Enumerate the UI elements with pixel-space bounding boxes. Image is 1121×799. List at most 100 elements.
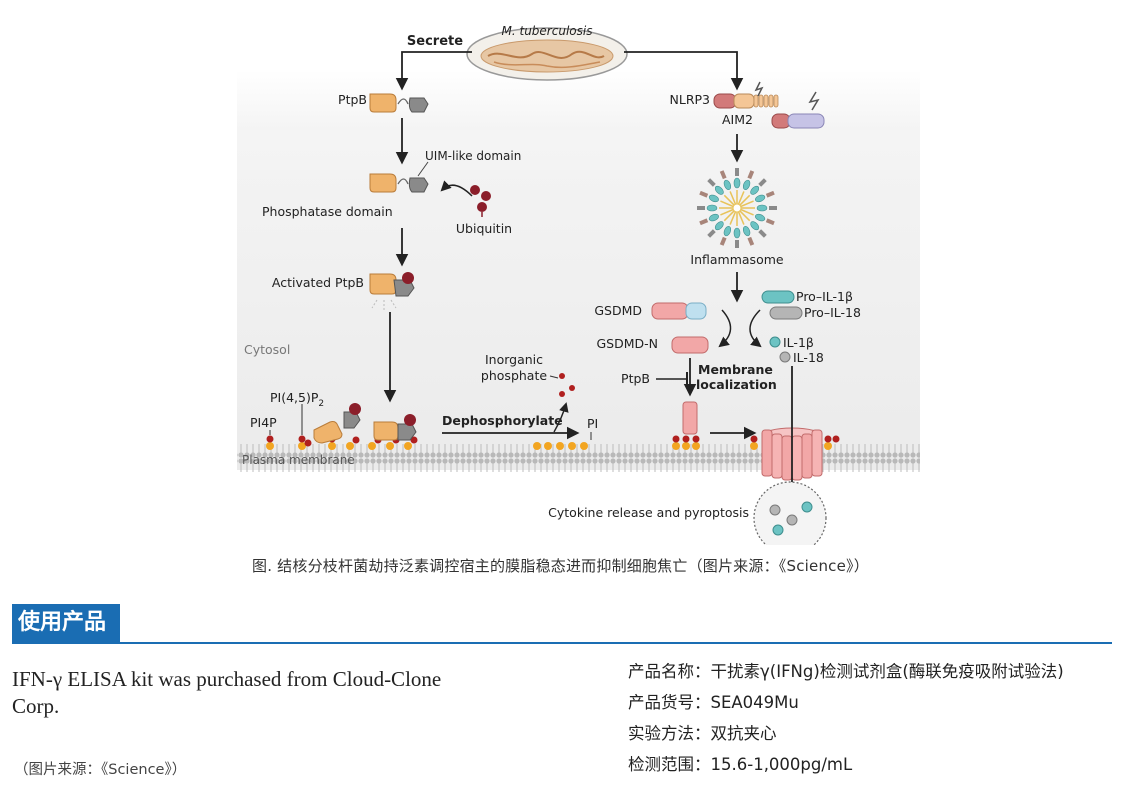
section-title: 使用产品 [12, 604, 121, 642]
inflammasome-caspase-subunit [758, 229, 767, 238]
pi45p2-label: PI(4,5)P2 [270, 390, 324, 409]
pi4p-label: PI4P [250, 415, 277, 430]
inflammasome-caspase-subunit [747, 236, 755, 246]
gsdmd-cleavage-arrow [718, 309, 732, 348]
pro-il18-label: Pro–IL-18 [804, 305, 861, 320]
inflammasome-caspase-subunit [707, 178, 716, 187]
released-cytokines [769, 501, 813, 536]
product-name-row: 产品名称：干扰素γ(IFNg)检测试剂盒(酶联免疫吸附试验法) [628, 656, 1108, 687]
inflammasome-asc-subunit [750, 185, 760, 195]
phosphate-label: phosphate [481, 368, 547, 383]
pro-il1b-label: Pro–IL-1β [796, 289, 853, 304]
range-value: 15.6-1,000pg/mL [710, 755, 853, 774]
secrete-label: Secrete [407, 34, 463, 49]
inflammasome-asc-subunit [750, 221, 760, 231]
cytokine-release-label: Cytokine release and pyroptosis [548, 505, 749, 520]
inflammasome-asc-subunit [723, 179, 732, 190]
image-source: （图片来源：《Science》） [14, 762, 187, 778]
inflammasome-spoke [729, 211, 737, 225]
aim2-protein [771, 91, 825, 129]
cytosol-background [237, 70, 920, 470]
dephosphorylate-label: Dephosphorylate [442, 413, 563, 428]
secrete-arrow [395, 51, 472, 91]
inflammasome-caspase-subunit [735, 240, 739, 248]
inorganic-phosphate-dots [559, 373, 575, 397]
inflammasome-caspase-subunit [699, 190, 709, 198]
range-key: 检测范围： [628, 755, 711, 774]
inflammasome-caspase-subunit [758, 178, 767, 187]
method-key: 实验方法： [628, 724, 711, 743]
membrane-gsdmd-n [672, 401, 700, 450]
il18-label: IL-18 [793, 350, 824, 365]
uim-pointer [417, 161, 429, 177]
mtb-label: M. tuberculosis [502, 24, 593, 38]
method-row: 实验方法：双抗夹心 [628, 718, 1108, 749]
inflammasome-label: Inflammasome [690, 252, 783, 267]
uim-domain-label: UIM-like domain [425, 149, 521, 163]
il18-dot [779, 351, 791, 363]
inflammasome-spoke [739, 210, 751, 222]
inflammasome-asc-subunit [742, 226, 751, 237]
inflammasome-caspase-subunit [747, 170, 755, 180]
inflammasome-spoke [723, 210, 735, 222]
inflammasome-asc-subunit [708, 213, 719, 222]
nlrp3-protein [713, 81, 779, 109]
inflammasome-caspase-subunit [719, 236, 727, 246]
inflammasome-asc-subunit [723, 226, 732, 237]
pi-lipid-heads [266, 435, 588, 450]
aim2-label: AIM2 [722, 112, 753, 127]
plasma-membrane-label: Plasma membrane [242, 453, 355, 467]
inflammasome-spoke [740, 200, 754, 208]
product-info: 产品名称：干扰素γ(IFNg)检测试剂盒(酶联免疫吸附试验法) 产品货号：SEA… [628, 656, 1108, 780]
inflammasome-asc-subunit [742, 179, 751, 190]
phosphate-release-arrow [553, 402, 569, 433]
inflammasome-caspase-subunit [765, 190, 775, 198]
membrane-ptpb-proteins [313, 403, 417, 444]
mtb-to-nlrp3-arrow [624, 51, 744, 91]
product-code-key: 产品货号： [628, 693, 711, 712]
gsdmd-n-protein [671, 336, 709, 354]
inflammasome-spoke [729, 191, 737, 205]
il-cleavage-arrow [749, 309, 762, 348]
inflammasome-asc-subunit [755, 194, 766, 203]
inflammasome-asc-subunit [706, 204, 718, 212]
inflammasome-caspase-subunit [735, 168, 739, 176]
product-name-value: 干扰素γ(IFNg)检测试剂盒(酶联免疫吸附试验法) [710, 662, 1064, 681]
mtb-bacterium [466, 27, 628, 81]
gsdmd-label: GSDMD [594, 303, 642, 318]
activated-ptpb-protein [369, 272, 415, 310]
ptpb-label: PtpB [338, 92, 367, 107]
inflammasome-asc-subunit [755, 213, 766, 222]
phosphate-pointer [549, 375, 559, 379]
inflammasome-asc-subunit [714, 185, 724, 195]
figure-caption: 图. 结核分枝杆菌劫持泛素调控宿主的膜脂稳态进而抑制细胞焦亡（图片来源：《Sci… [252, 557, 869, 575]
inflammasome-spoke [740, 208, 754, 216]
product-code-value: SEA049Mu [710, 693, 799, 712]
gsdmd-pore [750, 427, 840, 481]
method-value: 双抗夹心 [710, 724, 777, 743]
inflammasome-spoke [720, 200, 734, 208]
gsdmd-protein [651, 302, 707, 320]
inflammasome-caspase-subunit [699, 218, 709, 226]
inflammasome-asc-subunit [733, 227, 741, 239]
inflammasome-asc-subunit [708, 194, 719, 203]
il1b-label: IL-1β [783, 335, 814, 350]
inflammasome-caspase-subunit [697, 206, 705, 210]
pathway-diagram: M. tuberculosis Secrete PtpB UIM-like do… [237, 24, 920, 545]
pro-il-proteins [761, 290, 803, 320]
ubiquitin-label: Ubiquitin [456, 221, 512, 236]
pi-label: PI [587, 416, 598, 431]
ptpb-inhibitor-label: PtpB [621, 371, 650, 386]
product-description: IFN-γ ELISA kit was purchased from Cloud… [12, 667, 442, 718]
cytosol-label: Cytosol [244, 342, 290, 357]
activated-ptpb-label: Activated PtpB [272, 275, 364, 290]
ubiquitin-arrow [440, 180, 473, 197]
ubiquitin-molecules [470, 185, 491, 217]
section-header: 使用产品 [12, 604, 1112, 644]
pyroptosis-bubble [753, 481, 827, 545]
pathway-figure: M. tuberculosis Secrete PtpB UIM-like do… [232, 10, 922, 545]
nlrp3-label: NLRP3 [670, 92, 711, 107]
ptpb-domains [369, 173, 429, 193]
inflammasome-spoke [739, 194, 751, 206]
inorganic-label: Inorganic [485, 352, 543, 367]
